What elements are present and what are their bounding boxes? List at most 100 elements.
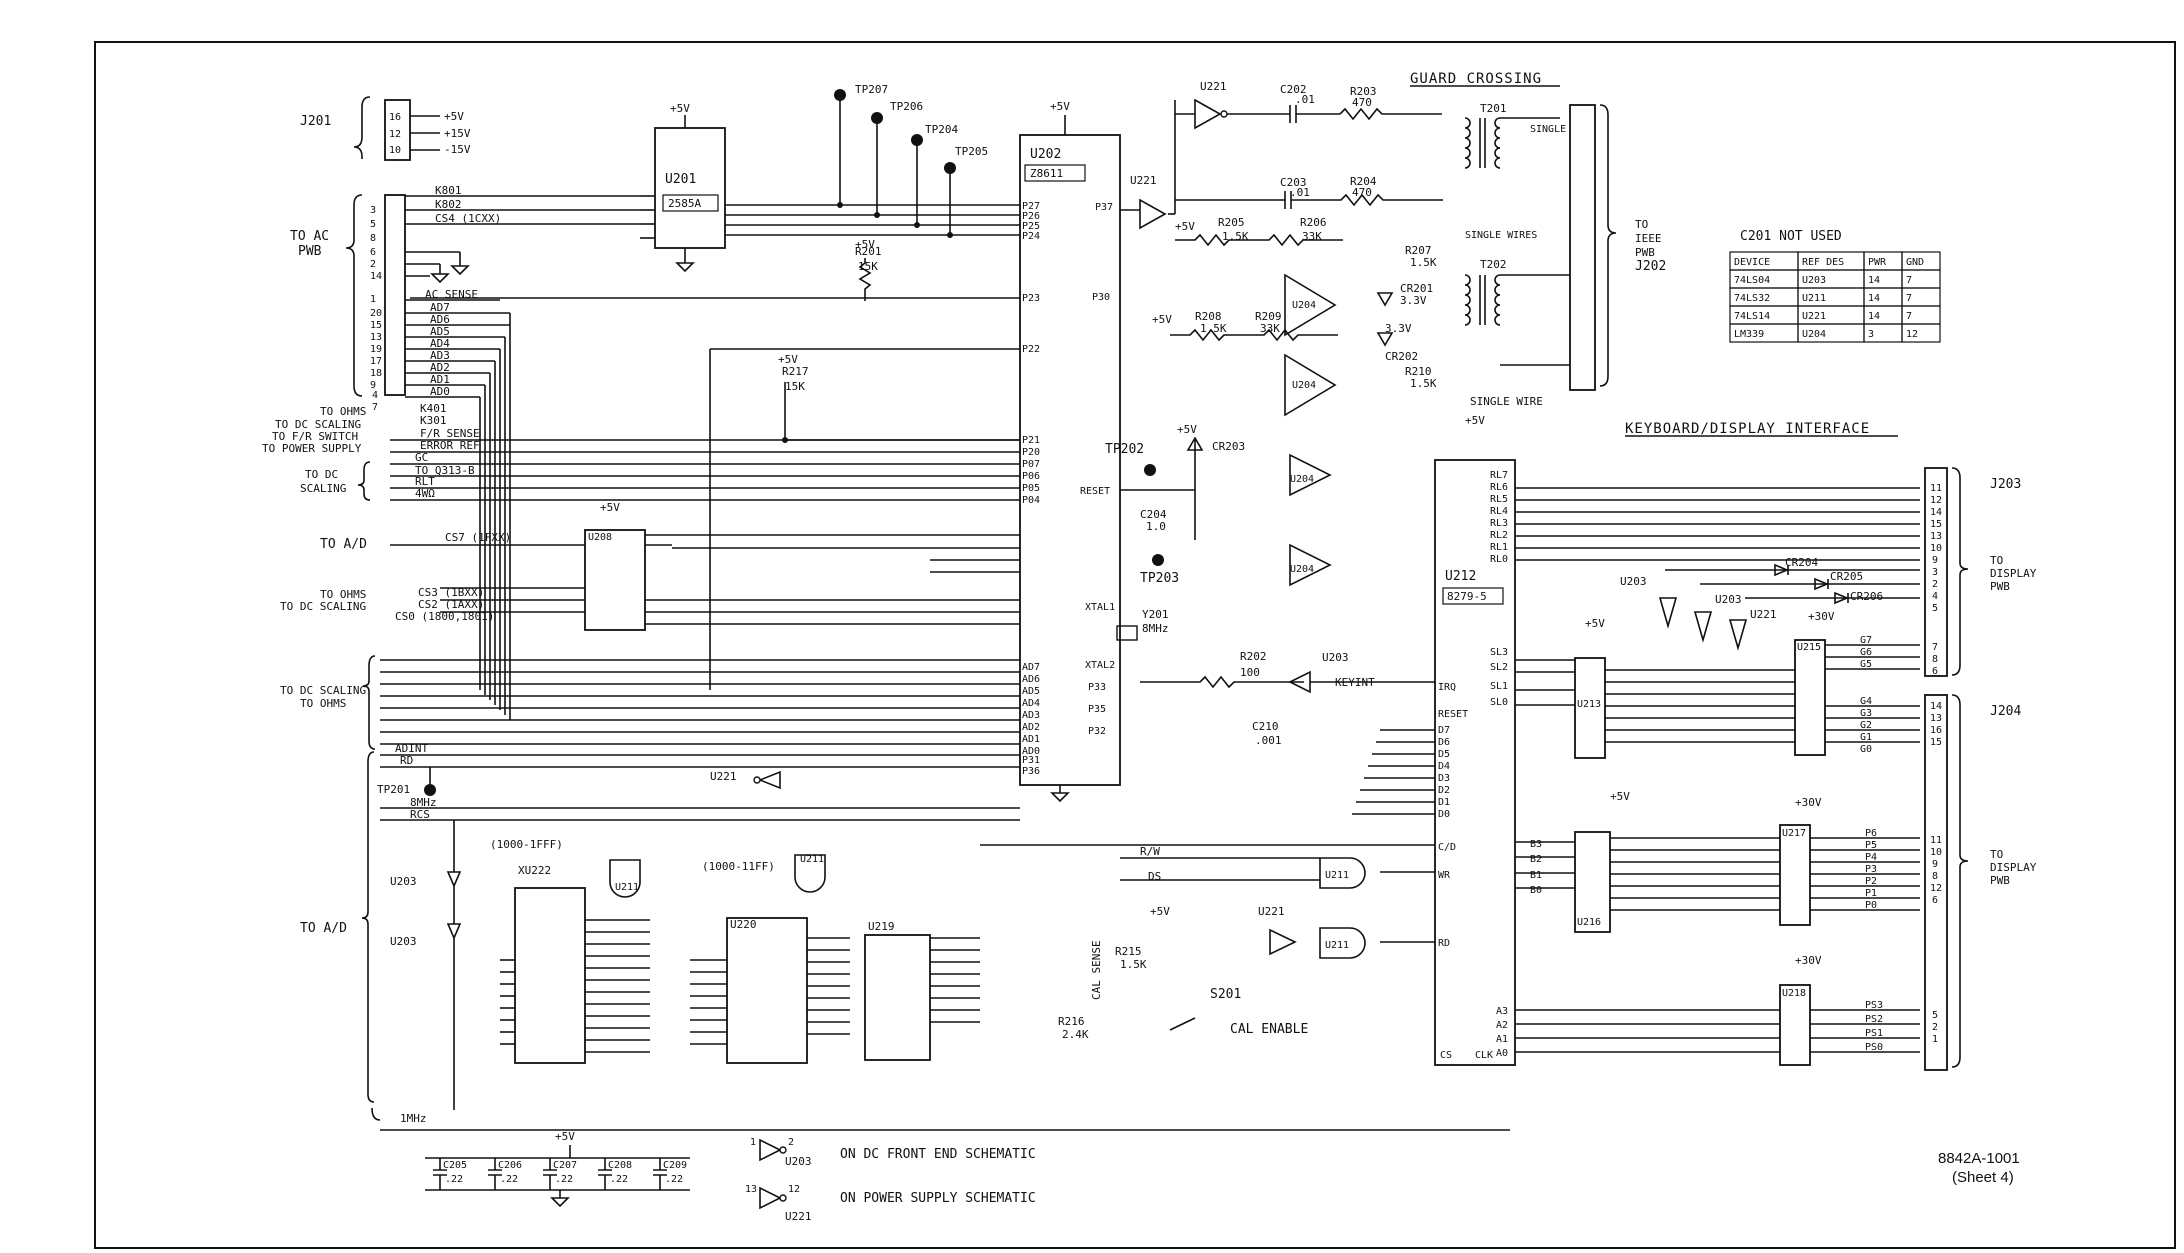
t202-label: T202 bbox=[1480, 258, 1507, 271]
r202-resistor bbox=[1140, 675, 1304, 689]
j201-brace bbox=[353, 96, 371, 159]
bypass-cap-value: .22 bbox=[445, 1174, 463, 1185]
svg-text:P31: P31 bbox=[1022, 755, 1040, 766]
ac-brace bbox=[345, 194, 363, 397]
to-display-2: TO DISPLAY PWB bbox=[1990, 848, 2037, 887]
u212-pins: RL7 RL6 RL5 RL4 RL3 RL2 RL1 RL0 SL3 SL2 … bbox=[1438, 470, 1508, 1061]
to-ac-pwb-label: TO AC PWB bbox=[290, 229, 329, 259]
bypass-vcc: +5V bbox=[555, 1130, 575, 1143]
svg-text:XTAL2: XTAL2 bbox=[1085, 660, 1115, 671]
u212-vcc: +5V bbox=[1465, 414, 1485, 427]
svg-text:ERROR REF: ERROR REF bbox=[420, 439, 480, 452]
svg-text:4WΩ: 4WΩ bbox=[415, 487, 435, 500]
j203-connector bbox=[1924, 467, 1948, 677]
svg-text:RL7: RL7 bbox=[1490, 470, 1508, 481]
svg-text:XTAL1: XTAL1 bbox=[1085, 602, 1115, 613]
svg-text:TO DC SCALING: TO DC SCALING bbox=[280, 600, 366, 613]
test-points-top bbox=[834, 89, 956, 238]
svg-text:13: 13 bbox=[370, 332, 382, 343]
svg-text:P5: P5 bbox=[1865, 840, 1877, 851]
svg-text:A0: A0 bbox=[1496, 1048, 1508, 1059]
svg-text:ADINT: ADINT bbox=[395, 742, 428, 755]
u211-gate-c-label: U211 bbox=[1325, 870, 1349, 881]
svg-text:10: 10 bbox=[1930, 847, 1942, 858]
svg-text:17: 17 bbox=[370, 356, 382, 367]
u218-ic bbox=[1779, 984, 1811, 1066]
power-table-cell: 74LS04 bbox=[1734, 275, 1770, 286]
cs-lines: CS7 (1FXX) CS3 (1BXX) CS2 (1AXX) CS0 (18… bbox=[280, 531, 511, 623]
r215-value: 1.5K bbox=[1120, 958, 1147, 971]
svg-text:J202: J202 bbox=[1635, 259, 1666, 274]
u204-c1-label: U204 bbox=[1292, 300, 1316, 311]
svg-text:CS2 (1AXX): CS2 (1AXX) bbox=[418, 598, 484, 611]
y201-crystal bbox=[1116, 625, 1138, 641]
svg-text:G5: G5 bbox=[1860, 659, 1872, 670]
tp203-label: TP203 bbox=[1140, 571, 1179, 586]
svg-text:AD0: AD0 bbox=[1022, 746, 1040, 757]
r215-vcc: +5V bbox=[1150, 905, 1170, 918]
svg-text:2: 2 bbox=[1932, 1022, 1938, 1033]
svg-text:IRQ: IRQ bbox=[1438, 682, 1456, 693]
svg-text:3.3V: 3.3V bbox=[1400, 294, 1427, 307]
mem-range-1: (1000-1FFF) bbox=[490, 838, 563, 851]
r204-label: R204 bbox=[1350, 175, 1377, 188]
u221-b2-label: U221 bbox=[1130, 174, 1157, 187]
svg-text:10: 10 bbox=[1930, 543, 1942, 554]
power-table-header: PWR bbox=[1868, 257, 1887, 268]
u221-gate-label: U221 bbox=[1258, 905, 1285, 918]
svg-text:8: 8 bbox=[1932, 871, 1938, 882]
svg-text:U203: U203 bbox=[1620, 575, 1647, 588]
svg-text:B0: B0 bbox=[1530, 885, 1542, 896]
svg-text:AD3: AD3 bbox=[1022, 710, 1040, 721]
svg-text:P3: P3 bbox=[1865, 864, 1877, 875]
svg-text:P21: P21 bbox=[1022, 435, 1040, 446]
svg-text:19: 19 bbox=[370, 344, 382, 355]
u212-control-lines: R/W DS bbox=[980, 844, 1435, 943]
power-table-cell: 74LS32 bbox=[1734, 293, 1770, 304]
r216-value: 2.4K bbox=[1062, 1028, 1089, 1041]
j201-connector bbox=[384, 99, 411, 161]
svg-text:D4: D4 bbox=[1438, 761, 1450, 772]
svg-text:P32: P32 bbox=[1088, 726, 1106, 737]
svg-text:TO OHMS: TO OHMS bbox=[320, 405, 366, 418]
u211-gate-b-label: U211 bbox=[800, 854, 824, 865]
svg-text:P26: P26 bbox=[1022, 211, 1040, 222]
power-table-header: REF DES bbox=[1802, 257, 1844, 268]
svg-text:F/R SENSE: F/R SENSE bbox=[420, 427, 480, 440]
r201-resistor bbox=[858, 258, 872, 301]
svg-text:3.3V: 3.3V bbox=[1385, 322, 1412, 335]
bypass-cap-ref: C205 bbox=[443, 1160, 467, 1171]
single-wires-label: SINGLE WIRES bbox=[1465, 230, 1537, 241]
svg-text:D6: D6 bbox=[1438, 737, 1450, 748]
svg-text:TO OHMS: TO OHMS bbox=[300, 697, 346, 710]
svg-text:D0: D0 bbox=[1438, 809, 1450, 820]
svg-text:11: 11 bbox=[1930, 483, 1942, 494]
svg-text:P37: P37 bbox=[1095, 202, 1113, 213]
svg-text:AD4: AD4 bbox=[430, 337, 450, 350]
u211-gate-d bbox=[1319, 927, 1366, 959]
svg-text:D7: D7 bbox=[1438, 725, 1450, 736]
r204-resistor bbox=[1291, 193, 1443, 207]
rl-lines bbox=[1515, 487, 1920, 561]
u201-ic bbox=[654, 127, 726, 249]
bypass-cap-ref: C207 bbox=[553, 1160, 577, 1171]
single-wire-top: SINGLE WIRE bbox=[1530, 124, 1596, 135]
u211-gate-a bbox=[609, 859, 641, 898]
svg-text:CS: CS bbox=[1440, 1050, 1452, 1061]
c202-label: C202 bbox=[1280, 83, 1307, 96]
svg-text:CS0 (1800,1801): CS0 (1800,1801) bbox=[395, 610, 494, 623]
u202-right-pins: P37 P30 RESET XTAL1 XTAL2 P33 P35 P32 bbox=[1080, 202, 1115, 737]
svg-text:U203: U203 bbox=[785, 1155, 812, 1168]
svg-text:6: 6 bbox=[1932, 666, 1938, 677]
u215-label: U215 bbox=[1797, 642, 1821, 653]
svg-text:SL2: SL2 bbox=[1490, 662, 1508, 673]
r203-label: R203 bbox=[1350, 85, 1377, 98]
u202-bus-pins: AD7 AD6 AD5 AD4 AD3 AD2 AD1 AD0 P31 P36 bbox=[1022, 662, 1040, 777]
svg-text:4: 4 bbox=[1932, 591, 1938, 602]
u217-vcc: +30V bbox=[1795, 796, 1822, 809]
left-signals: TO OHMS K401 TO DC SCALING K301 TO F/R S… bbox=[262, 402, 480, 501]
svg-text:5: 5 bbox=[1932, 603, 1938, 614]
u216-vcc: +5V bbox=[1610, 790, 1630, 803]
svg-text:A1: A1 bbox=[1496, 1034, 1508, 1045]
t202-primary bbox=[1464, 274, 1471, 326]
